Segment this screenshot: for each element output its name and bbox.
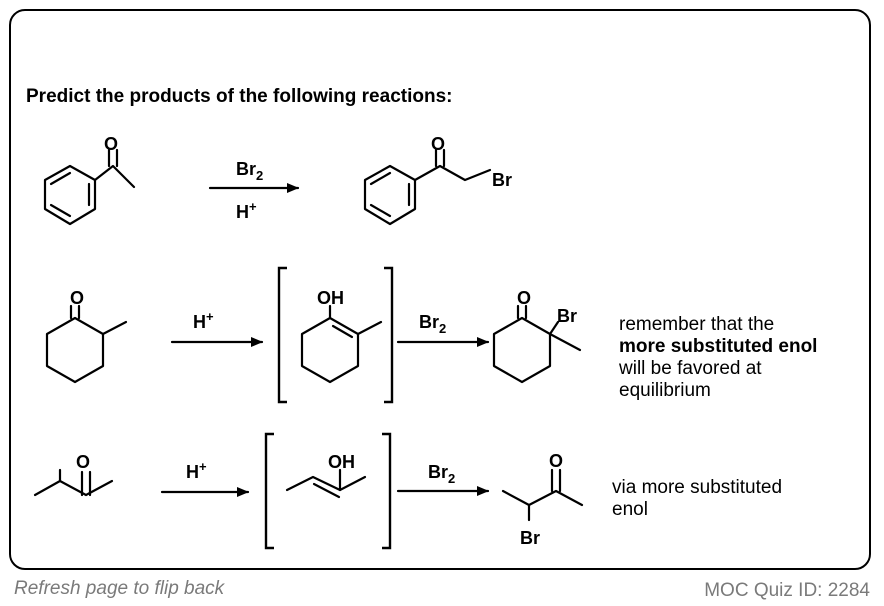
start-carbonyl-o-label: O xyxy=(76,452,90,472)
reaction-2-note: remember that the more substituted enol … xyxy=(619,314,817,402)
reaction-1-arrow: Br2 H+ xyxy=(208,159,300,222)
reagent-acid-superscript: + xyxy=(206,309,214,324)
reagent-br2-subscript: 2 xyxy=(256,168,263,183)
product-bromine-label: Br xyxy=(520,528,540,548)
note-line: via more substituted xyxy=(612,477,783,498)
reagent-acid: H xyxy=(236,202,249,222)
svg-text:Br2: Br2 xyxy=(428,462,455,486)
reagent-acid-superscript: + xyxy=(249,199,257,214)
reagent-acid-superscript: + xyxy=(199,459,207,474)
quiz-prompt: Predict the products of the following re… xyxy=(26,86,453,107)
enol-oh-label: OH xyxy=(328,452,355,472)
start-carbonyl-o-label: O xyxy=(70,288,84,308)
reaction-2-bromine-arrow: Br2 xyxy=(396,312,490,347)
quiz-id: MOC Quiz ID: 2284 xyxy=(704,580,870,601)
reaction-3-bromine-arrow: Br2 xyxy=(396,462,490,496)
svg-text:Br2: Br2 xyxy=(419,312,446,336)
bromoacetophenone-structure: O Br xyxy=(363,134,512,226)
note-line: enol xyxy=(612,499,648,520)
reagent-acid: H xyxy=(186,462,199,482)
butanone-structure: O xyxy=(33,452,114,497)
reagent-acid: H xyxy=(193,312,206,332)
reagent-br2-subscript: 2 xyxy=(439,321,446,336)
svg-text:H+: H+ xyxy=(193,309,214,332)
note-line: remember that the xyxy=(619,314,775,335)
methylcyclohexenol-structure: OH xyxy=(300,288,383,384)
product-carbonyl-o-label: O xyxy=(431,134,445,154)
product-carbonyl-o-label: O xyxy=(549,451,563,471)
reaction-2-acid-arrow: H+ xyxy=(170,309,264,347)
note-line-emphasis: more substituted enol xyxy=(619,336,818,357)
butenol-structure: OH xyxy=(285,452,367,499)
product-carbonyl-o-label: O xyxy=(517,288,531,308)
note-line: equilibrium xyxy=(619,380,711,401)
enol-oh-label: OH xyxy=(317,288,344,308)
note-line: will be favored at xyxy=(619,358,762,379)
reagent-br2: Br xyxy=(428,462,448,482)
reaction-3-note: via more substituted enol xyxy=(612,477,782,521)
methylcyclohexanone-structure: O xyxy=(45,288,128,384)
reagent-br2: Br xyxy=(236,159,256,179)
svg-text:H+: H+ xyxy=(186,459,207,482)
carbonyl-o-label: O xyxy=(104,134,118,154)
enol-intermediate-bracket xyxy=(277,266,394,404)
acetophenone-structure: O xyxy=(43,134,136,226)
quiz-card xyxy=(9,9,871,570)
product-bromine-label: Br xyxy=(557,306,577,326)
svg-text:Br2: Br2 xyxy=(236,159,263,183)
enol-intermediate-bracket xyxy=(264,432,392,550)
reaction-3-acid-arrow: H+ xyxy=(160,459,250,497)
bromo-methylcyclohexanone-structure: O Br xyxy=(492,288,582,384)
reagent-br2-subscript: 2 xyxy=(448,471,455,486)
product-bromine-label: Br xyxy=(492,170,512,190)
reagent-br2: Br xyxy=(419,312,439,332)
bromobutanone-structure: O Br xyxy=(501,451,584,548)
svg-text:H+: H+ xyxy=(236,199,257,222)
refresh-hint[interactable]: Refresh page to flip back xyxy=(14,578,225,599)
